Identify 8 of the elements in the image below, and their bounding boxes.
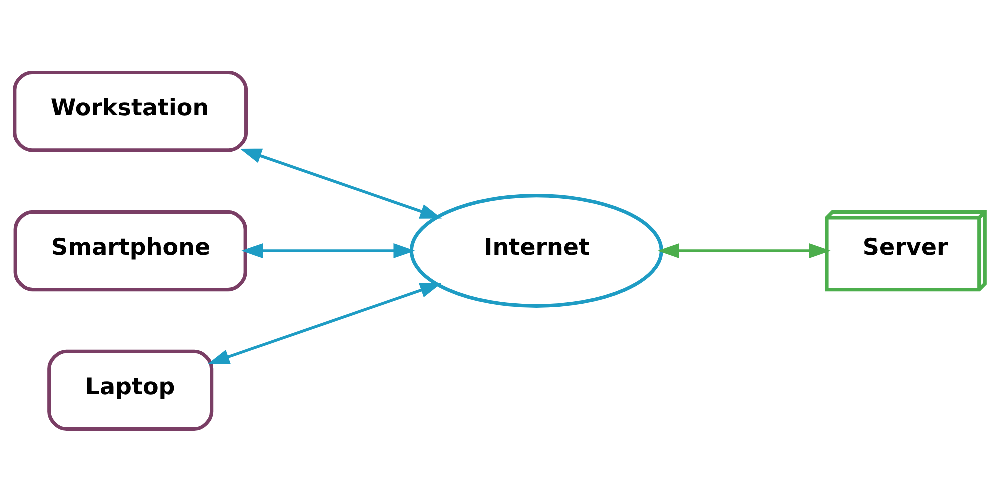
node-box: Laptop: [48, 349, 214, 431]
arrow: [658, 242, 831, 258]
node-box: Smartphone: [14, 210, 248, 292]
node-ellipse: Internet: [410, 194, 664, 308]
arrow: [240, 148, 442, 218]
arrow: [208, 282, 442, 364]
node-box: Workstation: [13, 70, 248, 152]
arrow: [242, 242, 416, 258]
